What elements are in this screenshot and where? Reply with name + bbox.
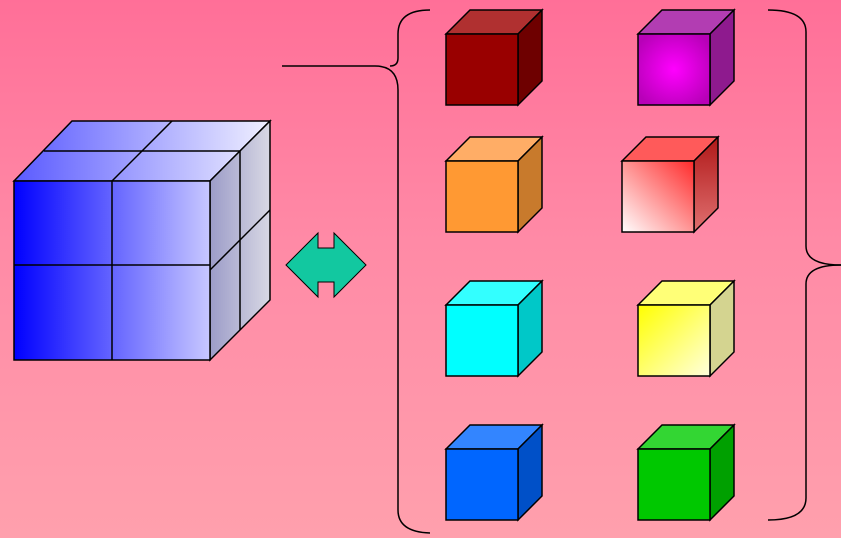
cube-orange xyxy=(444,135,544,234)
left-curly-brace xyxy=(282,9,431,534)
cube-orange-front-face xyxy=(445,160,519,233)
cube-green xyxy=(636,423,736,522)
cube-blue-front-face xyxy=(445,448,519,521)
cube-green-front-face xyxy=(637,448,711,521)
cube-blue xyxy=(444,423,544,522)
small-cubes-group xyxy=(444,8,736,522)
big-cube xyxy=(12,119,272,362)
cube-light-red xyxy=(620,135,720,234)
cube-light-red-front-face xyxy=(621,160,695,233)
cube-yellow xyxy=(636,279,736,378)
double-arrow-icon xyxy=(285,231,367,299)
cube-yellow-front-face xyxy=(637,304,711,377)
cube-magenta-front-face xyxy=(637,33,711,106)
cube-cyan-front-face xyxy=(445,304,519,377)
cube-dark-red xyxy=(444,8,544,107)
cube-cyan xyxy=(444,279,544,378)
cube-magenta xyxy=(636,8,736,107)
big-cube-grid-lines xyxy=(14,120,271,360)
cube-dark-red-front-face xyxy=(445,33,519,106)
right-curly-brace xyxy=(767,9,841,521)
